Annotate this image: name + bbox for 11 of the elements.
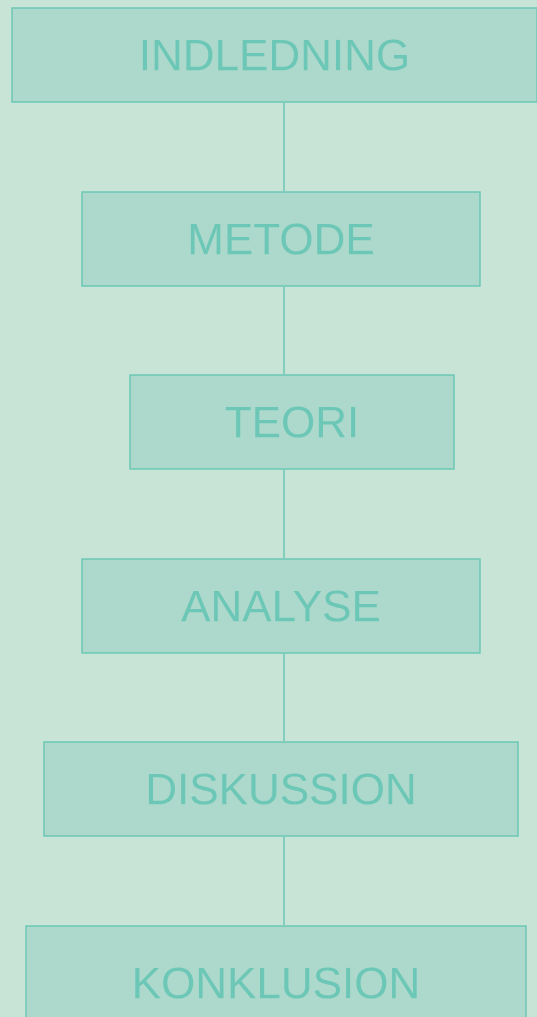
section-box: DISKUSSION xyxy=(43,741,519,837)
section-box: TEORI xyxy=(129,374,455,470)
connector-line xyxy=(283,469,285,559)
section-box: METODE xyxy=(81,191,481,287)
connector-line xyxy=(283,102,285,192)
connector-line xyxy=(283,653,285,742)
section-box: INDLEDNING xyxy=(11,7,537,103)
section-box: ANALYSE xyxy=(81,558,481,654)
connector-line xyxy=(283,286,285,375)
connector-line xyxy=(283,836,285,926)
section-box: KONKLUSION xyxy=(25,925,527,1017)
